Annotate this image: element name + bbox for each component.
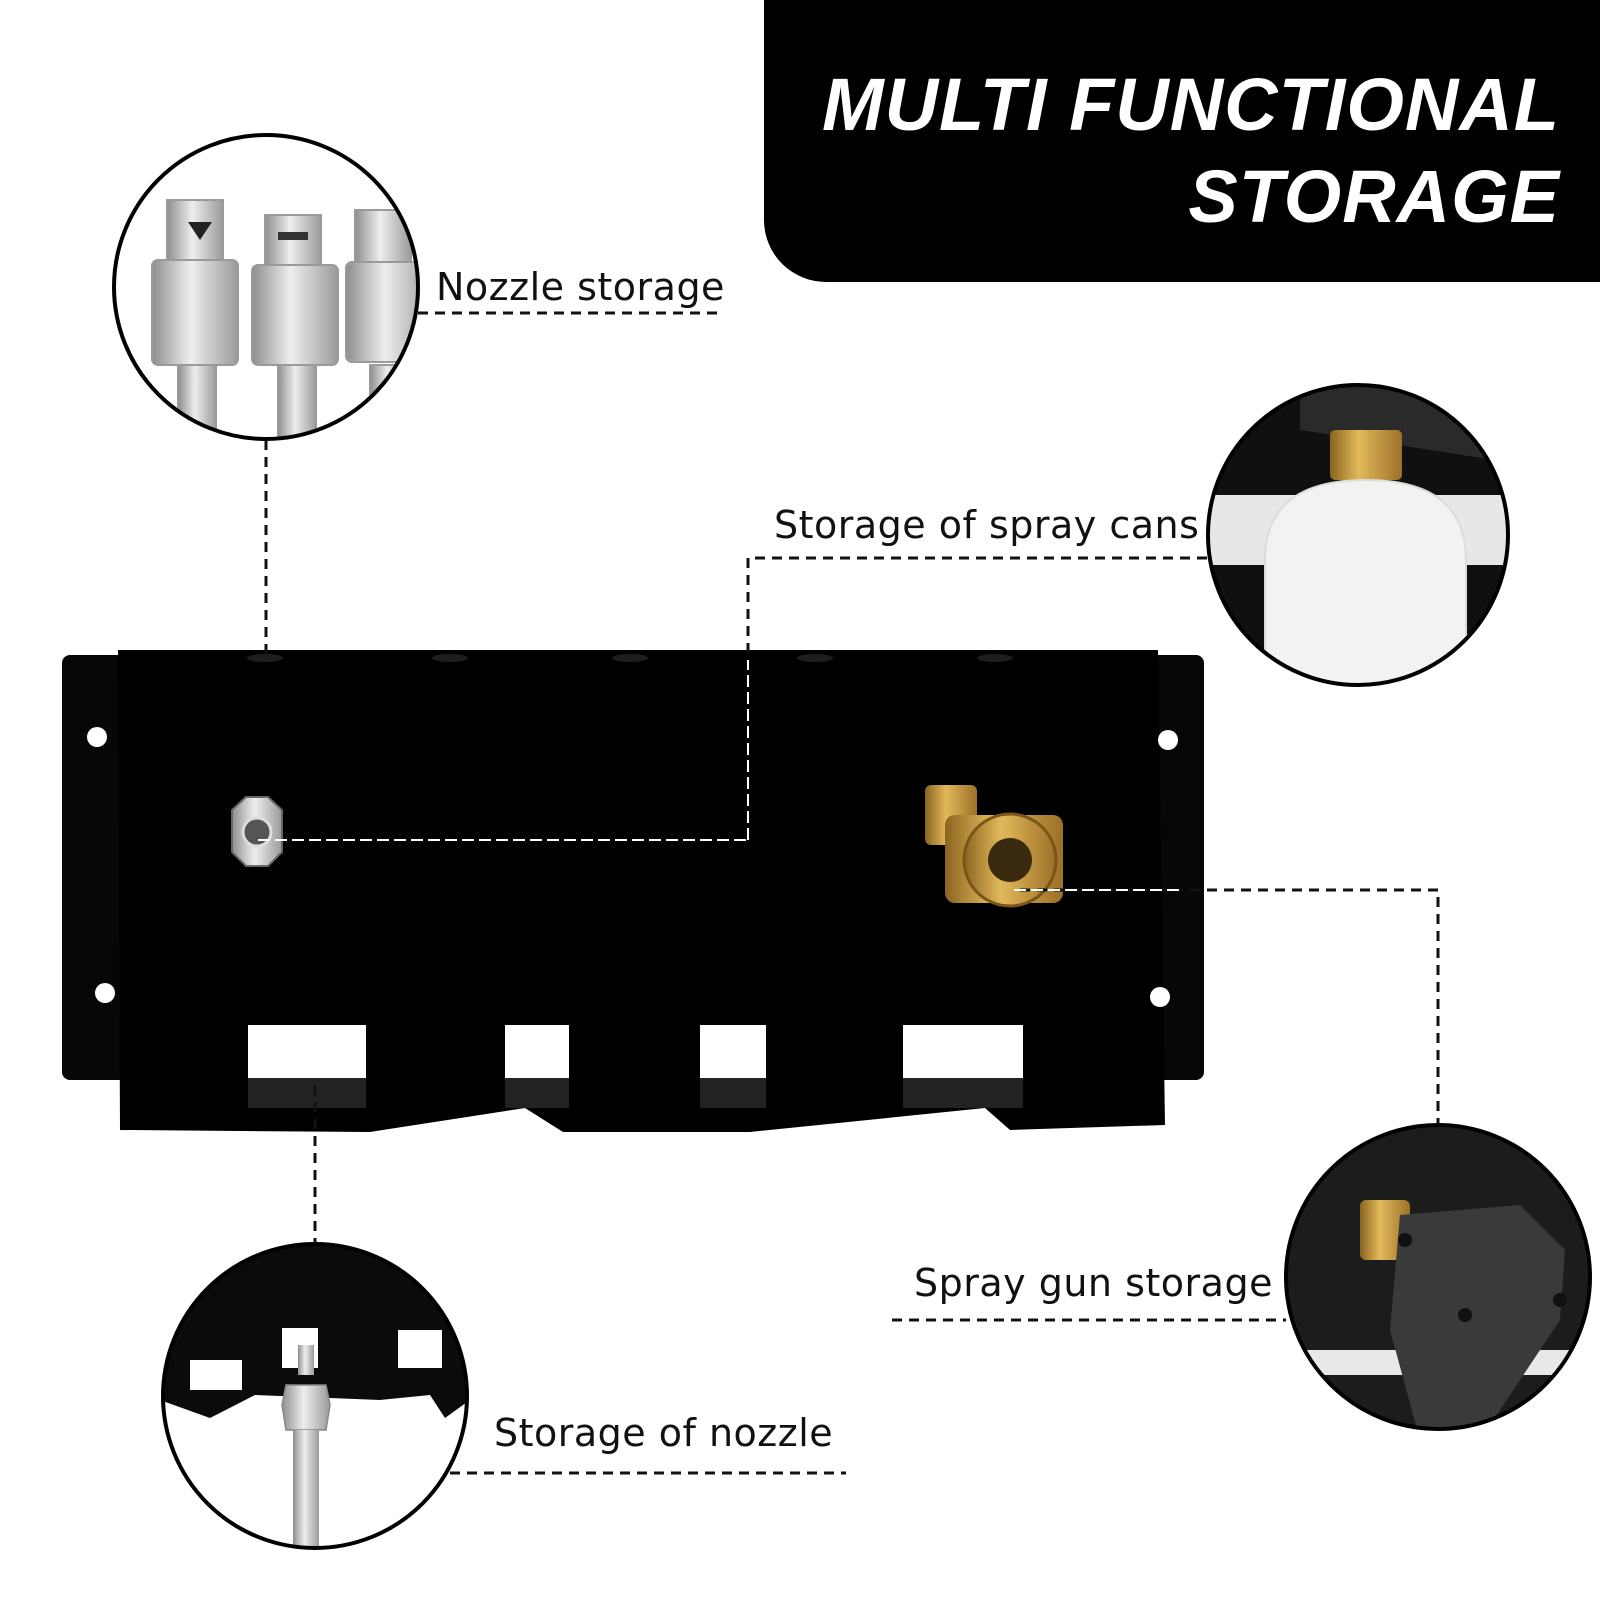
nozzle-slot-detail	[161, 1242, 469, 1550]
spray-can-detail	[1206, 383, 1510, 687]
banner-title-line-1: MULTI FUNCTIONAL	[821, 63, 1560, 146]
brass-quick-coupler	[925, 785, 1063, 908]
rack-top-holes	[247, 654, 1013, 662]
chain-lines	[258, 660, 1180, 891]
label-storage-of-nozzle: Storage of nozzle	[494, 1411, 834, 1455]
label-spray-cans: Storage of spray cans	[774, 503, 1200, 547]
steel-quick-connector	[231, 796, 283, 867]
title-banner: MULTI FUNCTIONAL STORAGE	[764, 0, 1600, 282]
nozzle-tips-detail	[112, 133, 420, 441]
spray-gun-detail	[1284, 1123, 1592, 1431]
label-nozzle-storage: Nozzle storage	[436, 265, 725, 309]
label-spray-gun-storage: Spray gun storage	[914, 1261, 1273, 1305]
mounting-holes	[87, 727, 1178, 1007]
storage-rack	[62, 650, 1204, 1132]
banner-title-line-2: STORAGE	[1188, 155, 1560, 238]
rack-front-box	[118, 650, 1165, 1132]
